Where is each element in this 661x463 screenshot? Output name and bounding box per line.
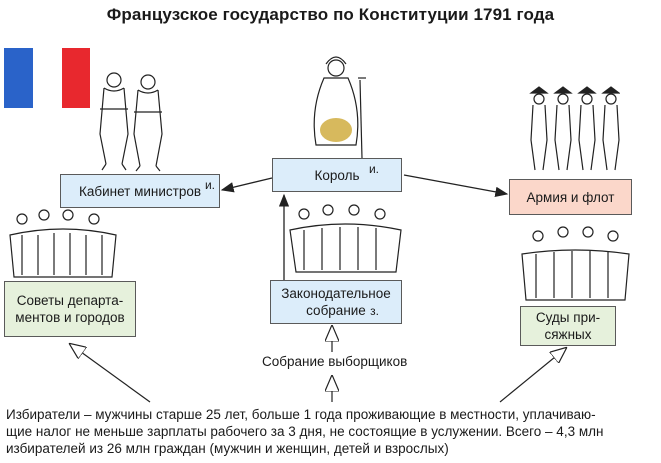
assembly-illustration (289, 204, 402, 273)
army-label: Армия и флот (526, 189, 615, 205)
king-sup: и. (368, 162, 379, 176)
councils-line1: Советы департа- (16, 293, 124, 308)
assembly-line1: Законодательное (281, 286, 391, 301)
cabinet-sup: и. (204, 178, 215, 192)
electors-assembly-label: Собрание выборщиков (262, 354, 408, 369)
king-label: Король (314, 167, 360, 183)
footnote-line3: избирателей из 26 млн граждан (мужчин и … (6, 441, 449, 456)
courts-line1: Суды при- (535, 310, 601, 325)
army-box: Армия и флот (509, 179, 632, 215)
councils-box: Советы департа- ментов и городов (4, 281, 136, 337)
assembly-box: Законодательное собрание з. (270, 280, 402, 324)
footnote: Избиратели – мужчины старше 25 лет, боль… (6, 406, 658, 457)
flag-france-icon (4, 48, 90, 108)
arrow-voters-to-courts (499, 348, 566, 403)
courts-line2: сяжных (544, 327, 592, 342)
courts-box: Суды при- сяжных (520, 306, 616, 346)
cabinet-label: Кабинет министров (78, 183, 202, 199)
cabinet-box: Кабинет министров и. (60, 174, 220, 208)
councils-line2: ментов и городов (15, 310, 125, 325)
assembly-sup: з. (370, 304, 379, 318)
arrow-king-to-cabinet (220, 177, 273, 193)
arrow-voters-to-councils (70, 344, 151, 403)
footnote-line1: Избиратели – мужчины старше 25 лет, боль… (6, 407, 596, 422)
page-title: Французское государство по Конституции 1… (106, 5, 555, 24)
king-box: Король и. (272, 158, 402, 192)
jury-illustration (521, 226, 630, 301)
king-illustration (313, 56, 366, 159)
footnote-line2: щие налог не меньше зарплаты рабочего за… (6, 424, 604, 439)
ministers-illustration (99, 72, 163, 172)
soldiers-illustration (529, 86, 620, 171)
council-illustration (9, 209, 117, 278)
assembly-line2: собрание (306, 303, 366, 318)
arrow-king-to-army (403, 174, 509, 197)
